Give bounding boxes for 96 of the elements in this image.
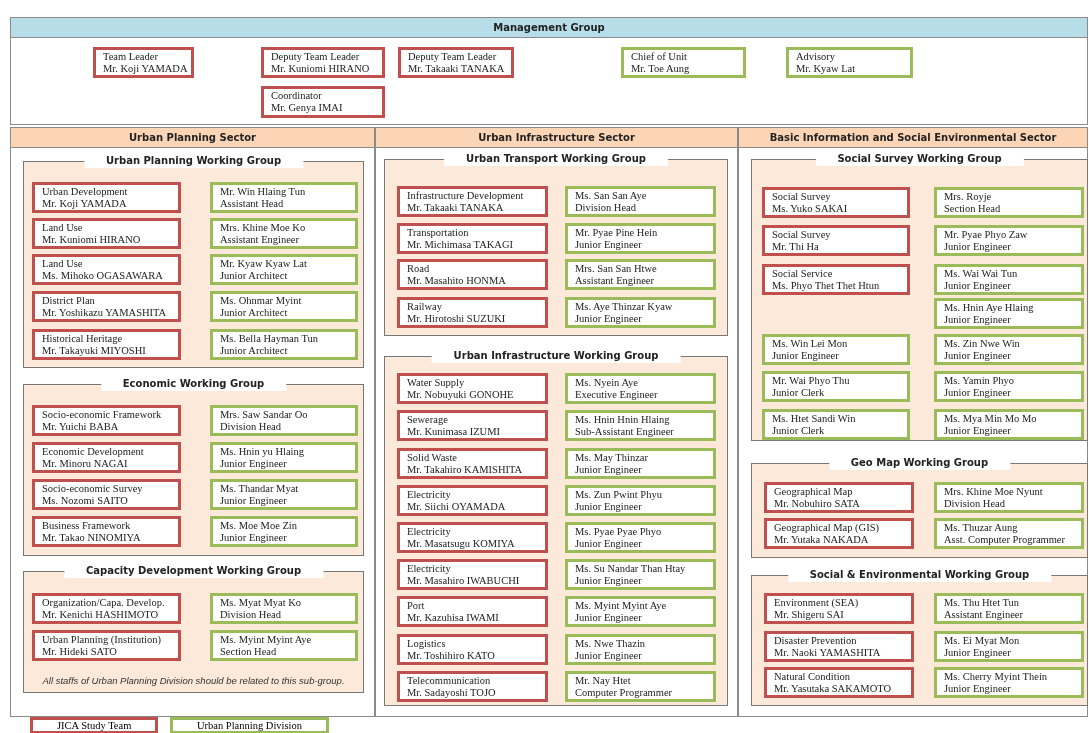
group-title: Geo Map Working Group [828,456,1011,470]
staff-card: Sewerage Mr. Kunimasa IZUMI [397,410,548,441]
note-text: All staffs of Urban Planning Division should be related to this sub-group. [41,675,346,686]
staff-card: Ms. Thandar Myat Junior Engineer [210,479,358,510]
sector-header: Basic Information and Social Environmental Sector [739,128,1087,148]
sector-header: Urban Planning Sector [11,128,374,148]
staff-card: Ms. Win Lei Mon Junior Engineer [762,334,910,365]
staff-card: Electricity Mr. Siichi OYAMADA [397,485,548,516]
staff-card: Ms. Wai Wai Tun Junior Engineer [934,264,1084,295]
group-title: Urban Planning Working Group [83,154,304,168]
sector-panel [738,127,1088,717]
staff-card: Deputy Team Leader Mr. Takaaki TANAKA [398,47,514,78]
staff-card: Mr. Wai Phyo Thu Junior Clerk [762,371,910,402]
staff-card: Ms. San San Aye Division Head [565,186,716,217]
staff-card: Ms. Hnin yu Hlaing Junior Engineer [210,442,358,473]
staff-card: Business Framework Mr. Takao NINOMIYA [32,516,181,547]
staff-card: Social Service Ms. Phyo Thet Thet Htun [762,264,910,295]
staff-card: Ms. Su Nandar Than Htay Junior Engineer [565,559,716,590]
staff-card: Ms. Mya Min Mo Mo Junior Engineer [934,409,1084,440]
staff-card: Disaster Prevention Mr. Naoki YAMASHITA [764,631,914,662]
staff-card: Ms. Myint Myint Aye Junior Engineer [565,596,716,627]
staff-card: Ms. Myat Myat Ko Division Head [210,593,358,624]
group-title: Capacity Development Working Group [63,564,324,578]
staff-card: Infrastructure Development Mr. Takaaki TANAKA [397,186,548,217]
staff-card: Mr. Kyaw Kyaw Lat Junior Architect [210,254,358,285]
staff-card: Mr. Win Hlaing Tun Assistant Head [210,182,358,213]
staff-card: Land Use Ms. Mihoko OGASAWARA [32,254,181,285]
staff-card: Geographical Map (GIS) Mr. Yutaka NAKADA [764,518,914,549]
staff-card: Road Mr. Masahito HONMA [397,259,548,290]
staff-card: Social Survey Mr. Thi Ha [762,225,910,256]
staff-card: Ms. Myint Myint Aye Section Head [210,630,358,661]
legend-item: Urban Planning Division [170,717,329,733]
staff-card: Port Mr. Kazuhisa IWAMI [397,596,548,627]
staff-card: Mr. Nay Htet Computer Programmer [565,671,716,702]
staff-card: Ms. Thuzar Aung Asst. Computer Programmer [934,518,1084,549]
management-panel [10,17,1088,125]
staff-card: Solid Waste Mr. Takahiro KAMISHITA [397,448,548,479]
staff-card: Ms. Ei Myat Mon Junior Engineer [934,631,1084,662]
staff-card: Ms. Hnin Aye Hlaing Junior Engineer [934,298,1084,329]
staff-card: Telecommunication Mr. Sadayoshi TOJO [397,671,548,702]
staff-card: Ms. Ohnmar Myint Junior Architect [210,291,358,322]
group-title: Urban Transport Working Group [444,152,668,166]
staff-card: Social Survey Ms. Yuko SAKAI [762,187,910,218]
staff-card: Ms. Nwe Thazin Junior Engineer [565,634,716,665]
staff-card: Ms. Aye Thinzar Kyaw Junior Engineer [565,297,716,328]
staff-card: Mrs. Royje Section Head [934,187,1084,218]
group-title: Social Survey Working Group [815,152,1024,166]
staff-card: Historical Heritage Mr. Takayuki MIYOSHI [32,329,181,360]
staff-card: Ms. Htet Sandi Win Junior Clerk [762,409,910,440]
staff-card: Geographical Map Mr. Nobuhiro SATA [764,482,914,513]
staff-card: Ms. Thu Htet Tun Assistant Engineer [934,593,1084,624]
group-title: Economic Working Group [100,377,287,391]
sector-panel [375,127,738,717]
staff-card: Chief of Unit Mr. Toe Aung [621,47,746,78]
group-title: Urban Infrastructure Working Group [431,349,681,363]
staff-card: Socio-economic Survey Ms. Nozomi SAITO [32,479,181,510]
staff-card: Natural Condition Mr. Yasutaka SAKAMOTO [764,667,914,698]
staff-card: Ms. Cherry Myint Thein Junior Engineer [934,667,1084,698]
staff-card: Ms. Bella Hayman Tun Junior Architect [210,329,358,360]
staff-card: Transportation Mr. Michimasa TAKAGI [397,223,548,254]
staff-card: Ms. Hnin Hnin Hlaing Sub-Assistant Engineer [565,410,716,441]
group-title: Social & Environmental Working Group [787,568,1052,582]
staff-card: Ms. Moe Moe Zin Junior Engineer [210,516,358,547]
staff-card: Organization/Capa. Develop. Mr. Kenichi HASHIMOTO [32,593,181,624]
staff-card: Mr. Pyae Pine Hein Junior Engineer [565,223,716,254]
staff-card: Urban Planning (Institution) Mr. Hideki SATO [32,630,181,661]
staff-card: Mrs. Khine Moe Ko Assistant Engineer [210,218,358,249]
staff-card: Ms. Zin Nwe Win Junior Engineer [934,334,1084,365]
staff-card: Ms. May Thinzar Junior Engineer [565,448,716,479]
staff-card: Electricity Mr. Masahiro IWABUCHI [397,559,548,590]
staff-card: Socio-economic Framework Mr. Yuichi BABA [32,405,181,436]
staff-card: Land Use Mr. Kuniomi HIRANO [32,218,181,249]
staff-card: Railway Mr. Hirotoshi SUZUKI [397,297,548,328]
staff-card: Ms. Zun Pwint Phyu Junior Engineer [565,485,716,516]
staff-card: Ms. Nyein Aye Executive Engineer [565,373,716,404]
staff-card: Logistics Mr. Toshihiro KATO [397,634,548,665]
staff-card: Environment (SEA) Mr. Shigeru SAI [764,593,914,624]
staff-card: Mrs. Khine Moe Nyunt Division Head [934,482,1084,513]
staff-card: Coordinator Mr. Genya IMAI [261,86,385,118]
staff-card: Deputy Team Leader Mr. Kuniomi HIRANO [261,47,385,78]
legend-item: JICA Study Team [30,717,159,733]
staff-card: Mrs. Saw Sandar Oo Division Head [210,405,358,436]
staff-card: Team Leader Mr. Koji YAMADA [93,47,194,78]
staff-card: Mrs. San San Htwe Assistant Engineer [565,259,716,290]
sector-header: Urban Infrastructure Sector [376,128,737,148]
staff-card: Advisory Mr. Kyaw Lat [786,47,913,78]
staff-card: Ms. Pyae Pyae Phyo Junior Engineer [565,522,716,553]
staff-card: Ms. Yamin Phyo Junior Engineer [934,371,1084,402]
staff-card: Mr. Pyae Phyo Zaw Junior Engineer [934,225,1084,256]
staff-card: Economic Development Mr. Minoru NAGAI [32,442,181,473]
sector-panel [10,127,375,717]
group-header: Management Group [11,18,1087,38]
staff-card: Electricity Mr. Masatsugu KOMIYA [397,522,548,553]
staff-card: Water Supply Mr. Nobuyuki GONOHE [397,373,548,404]
staff-card: District Plan Mr. Yoshikazu YAMASHITA [32,291,181,322]
staff-card: Urban Development Mr. Koji YAMADA [32,182,181,213]
